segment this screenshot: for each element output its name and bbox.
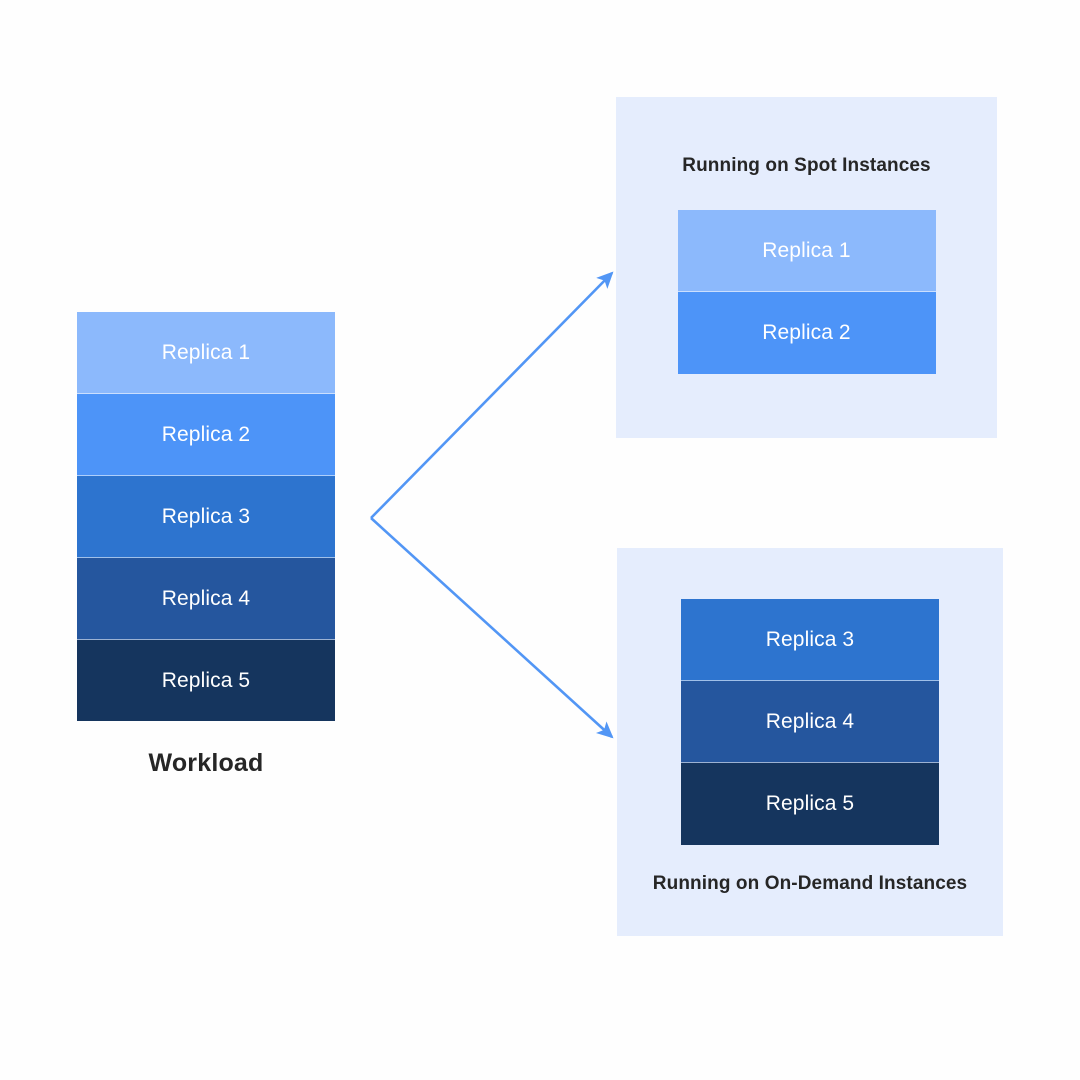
workload-replica-2[interactable]: Replica 2 [77, 394, 335, 476]
ondemand-replica-4[interactable]: Replica 4 [681, 681, 939, 763]
panel-spot-instances: Running on Spot Instances Replica 1 Repl… [616, 97, 997, 438]
workload-replica-1-label: Replica 1 [161, 340, 251, 364]
ondemand-replica-5[interactable]: Replica 5 [681, 763, 939, 845]
spot-replica-2-label: Replica 2 [762, 321, 851, 344]
ondemand-replica-stack: Replica 3 Replica 4 Replica 5 [681, 599, 939, 845]
workload-replica-4[interactable]: Replica 4 [77, 558, 335, 640]
spot-replica-1[interactable]: Replica 1 [677, 210, 936, 292]
workload-replica-3-label: Replica 3 [161, 504, 251, 528]
workload-replica-stack: Replica 1 Replica 2 Replica 3 Replica 4 … [77, 312, 335, 721]
spot-replica-2[interactable]: Replica 2 [677, 292, 936, 374]
panel-ondemand-instances: Replica 3 Replica 4 Replica 5 Running on… [617, 548, 1003, 936]
ondemand-replica-3[interactable]: Replica 3 [681, 599, 939, 681]
ondemand-replica-3-label: Replica 3 [765, 627, 855, 651]
panel-ondemand-title: Running on On-Demand Instances [652, 873, 968, 894]
panel-spot-title: Running on Spot Instances [682, 155, 931, 176]
workload-replica-4-label: Replica 4 [161, 586, 251, 610]
workload-replica-1[interactable]: Replica 1 [77, 312, 335, 394]
arrow-to-spot [370, 271, 614, 519]
workload-caption: Workload [148, 749, 264, 777]
arrow-to-ondemand [370, 517, 614, 739]
workload-replica-2-label: Replica 2 [161, 422, 251, 446]
ondemand-replica-4-label: Replica 4 [765, 709, 855, 733]
spot-replica-stack: Replica 1 Replica 2 [677, 210, 936, 374]
workload-replica-3[interactable]: Replica 3 [77, 476, 335, 558]
ondemand-replica-5-label: Replica 5 [765, 792, 855, 815]
workload-replica-5[interactable]: Replica 5 [77, 640, 335, 721]
spot-replica-1-label: Replica 1 [762, 238, 851, 262]
workload-group: Replica 1 Replica 2 Replica 3 Replica 4 … [77, 312, 335, 778]
workload-replica-5-label: Replica 5 [161, 668, 251, 692]
